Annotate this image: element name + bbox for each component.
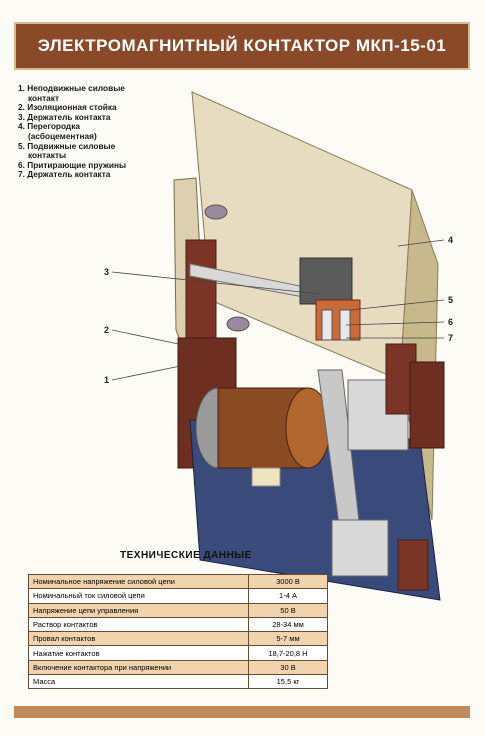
legend-item: контакт (28, 92, 60, 103)
legend: 1. Неподвижные силовые контакт 2. Изоляц… (18, 83, 188, 180)
bottom-bar (14, 706, 470, 718)
spec-value: 30 В (248, 659, 328, 676)
right-block (409, 361, 445, 449)
legend-item: 1. Неподвижные силовые (18, 83, 125, 93)
spec-param: Масса (28, 674, 249, 690)
spec-value: 5-7 мм (248, 631, 328, 647)
callout-number: 5 (448, 295, 453, 305)
callout-number: 4 (448, 235, 453, 245)
partition-window (299, 257, 353, 305)
callout-line-2 (111, 329, 189, 347)
specs-title: ТЕХНИЧЕСКИЕ ДАННЫЕ (120, 550, 252, 561)
bolt-icon (204, 204, 228, 220)
spec-param: Включение контактора при напряжении (28, 659, 249, 676)
bolt-icon (226, 316, 250, 332)
spring-icon (321, 309, 333, 341)
spec-value: 28-34 мм (248, 616, 328, 633)
spec-param: Номинальный ток силовой цепи (28, 588, 249, 604)
callout-number: 6 (448, 317, 453, 327)
lower-bracket (331, 519, 389, 577)
legend-item: 3. Держатель контакта (18, 111, 111, 122)
spec-value: 3000 В (248, 573, 328, 590)
legend-item: 6. Притирающие пружины (18, 159, 127, 170)
callout-number: 2 (104, 325, 109, 335)
callout-number: 1 (104, 375, 109, 385)
insulator-pad (251, 467, 281, 487)
spec-param: Напряжение цепи управления (28, 602, 249, 618)
callout-line-6 (345, 321, 445, 326)
legend-item: 7. Держатель контакта (18, 169, 111, 180)
title-bar: ЭЛЕКТРОМАГНИТНЫЙ КОНТАКТОР МКП-15-01 (14, 22, 470, 70)
callout-line-3 (111, 271, 321, 295)
callout-line-1 (111, 361, 201, 381)
callout-line-4 (397, 239, 445, 247)
callout-number: 7 (448, 333, 453, 343)
callout-line-5 (349, 299, 445, 311)
spec-value: 18,7-20,8 Н (248, 645, 328, 661)
legend-item: 5. Подвижные силовые (18, 140, 116, 151)
legend-item: контакты (28, 150, 67, 161)
callout-number: 3 (104, 267, 109, 277)
spec-value: 1-4 А (248, 588, 328, 604)
legend-item: (асбоцементная) (28, 130, 97, 141)
spec-value: 15,5 кг (248, 674, 328, 690)
spec-param: Номинальное напряжение силовой цепи (28, 573, 249, 590)
partition-plate (191, 91, 413, 381)
spec-param: Провал контактов (28, 631, 249, 647)
spec-param: Нажатие контактов (28, 645, 249, 661)
spec-value: 50 В (248, 602, 328, 618)
legend-item: 4. Перегородка (18, 121, 80, 132)
page-title: ЭЛЕКТРОМАГНИТНЫЙ КОНТАКТОР МКП-15-01 (37, 36, 447, 55)
legend-item: 2. Изоляционная стойка (18, 102, 117, 113)
lower-holder (397, 539, 429, 591)
spec-param: Раствор контактов (28, 616, 249, 633)
